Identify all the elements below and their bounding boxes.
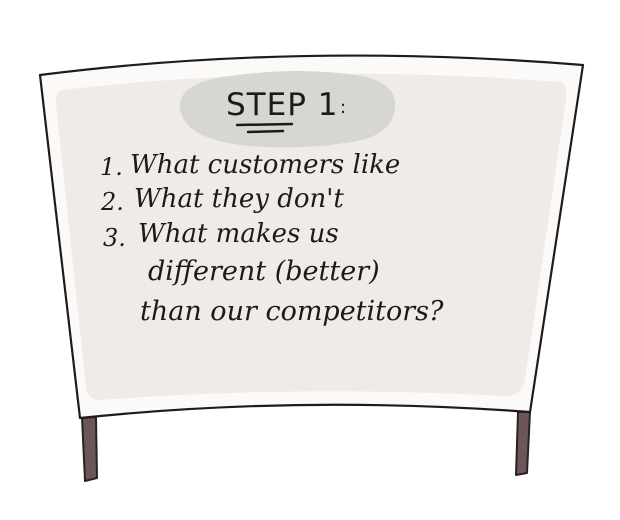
list-item-number: 3. <box>103 224 126 252</box>
list-item-number: 2. <box>100 188 124 216</box>
title-underline-2 <box>246 129 285 134</box>
list-continuation-line-1: different (better) <box>148 256 380 287</box>
board-panel <box>55 73 567 400</box>
list-item: 1. What customers like <box>100 150 400 181</box>
list-item-text: What makes us <box>138 219 339 249</box>
list-continuation-line-2: than our competitors? <box>140 296 444 327</box>
left-leg <box>81 416 98 482</box>
right-leg <box>515 411 531 476</box>
title-underline-1 <box>235 122 294 127</box>
board-title: STEP 1 : <box>226 87 346 134</box>
list-item: 3. What makes us <box>103 219 339 252</box>
list-item: 2. What they don't <box>100 184 344 216</box>
list-item-number: 1. <box>100 153 123 181</box>
title-highlight-blob <box>179 71 396 148</box>
list-item-text: What customers like <box>130 150 400 180</box>
list-item-text: What they don't <box>134 184 344 214</box>
step-list: 1. What customers like 2. What they don'… <box>100 150 444 327</box>
title-text: STEP 1 <box>226 87 338 123</box>
title-colon: : <box>340 97 346 118</box>
board-legs <box>81 411 531 482</box>
